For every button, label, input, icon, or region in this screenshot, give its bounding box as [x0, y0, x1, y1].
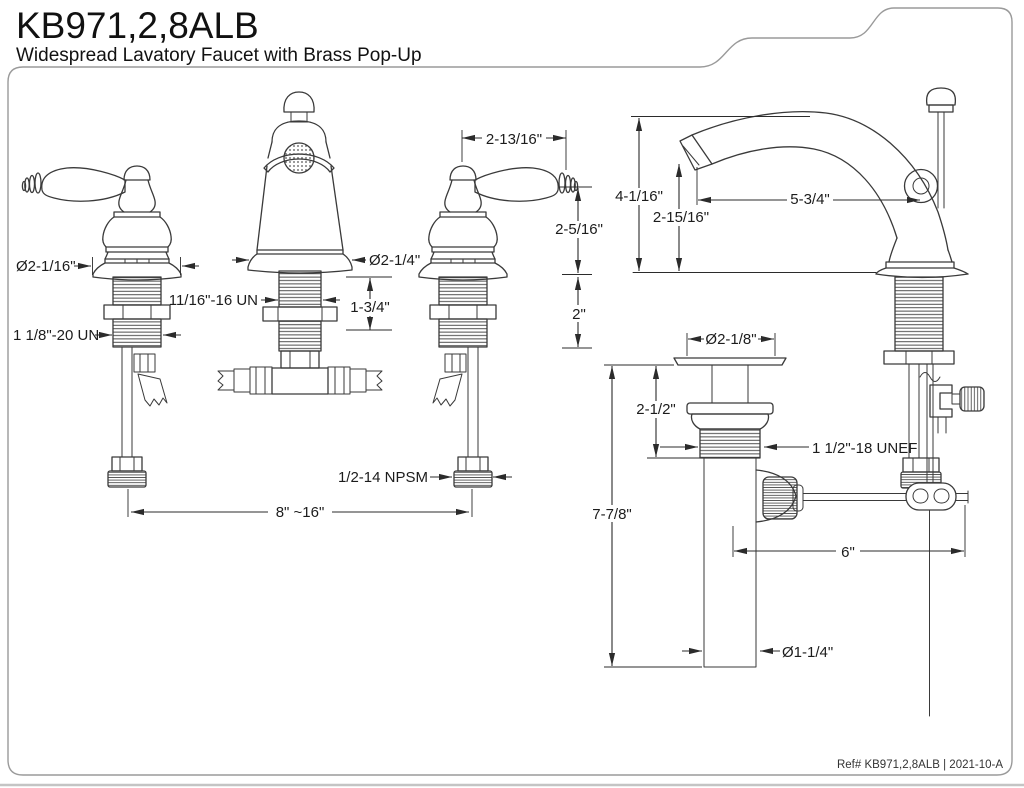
popup-drain-figure — [673, 357, 969, 668]
handle-shank-length-label: 2" — [572, 306, 586, 323]
installation-centers-label: 8" ~16" — [276, 504, 325, 521]
dimension-labels: Ø2-1/16" 1 1/8"-20 UN 11/16"-16 UN Ø2-1/… — [13, 130, 917, 661]
aerator-icon — [283, 142, 315, 174]
faucet-side-view-figure — [632, 87, 985, 717]
supply-thread-label: 1/2-14 NPSM — [338, 469, 428, 486]
handle-mount-thread-label: 1 1/8"-20 UN — [13, 327, 99, 344]
tailpiece-diameter-label: Ø1-1/4" — [782, 644, 833, 661]
handle-height-label: 2-5/16" — [555, 221, 603, 238]
drain-body-thread-label: 1 1/2"-18 UNEF — [812, 440, 917, 457]
right-handle-figure — [418, 165, 579, 488]
footer-reference: Ref# KB971,2,8ALB | 2021-10-A — [837, 759, 1003, 771]
page-subtitle: Widespread Lavatory Faucet with Brass Po… — [16, 45, 422, 66]
drain-flange-diameter-label: Ø2-1/8" — [705, 331, 756, 348]
spout-outlet-height-label: 2-15/16" — [653, 209, 709, 226]
rod-break-symbol — [919, 372, 941, 382]
handle-flange-diameter-label: Ø2-1/16" — [16, 258, 76, 275]
page-title: KB971,2,8ALB — [16, 5, 259, 46]
pivot-rod-length-label: 6" — [841, 544, 855, 561]
faucet-height-label: 4-1/16" — [615, 188, 663, 205]
page-border — [7, 7, 1013, 776]
drain-deck-depth-label: 2-1/2" — [636, 401, 676, 418]
handle-reach-label: 2-13/16" — [486, 131, 542, 148]
spout-figure — [217, 91, 383, 395]
spout-mount-thread-label: 11/16"-16 UN — [169, 292, 258, 309]
spout-shank-length-label: 1-3/4" — [350, 299, 390, 316]
spout-flange-diameter-label: Ø2-1/4" — [369, 252, 420, 269]
spout-reach-label: 5-3/4" — [790, 191, 830, 208]
drain-overall-height-label: 7-7/8" — [592, 506, 632, 523]
clamp-thumbscrew-icon — [959, 386, 985, 412]
